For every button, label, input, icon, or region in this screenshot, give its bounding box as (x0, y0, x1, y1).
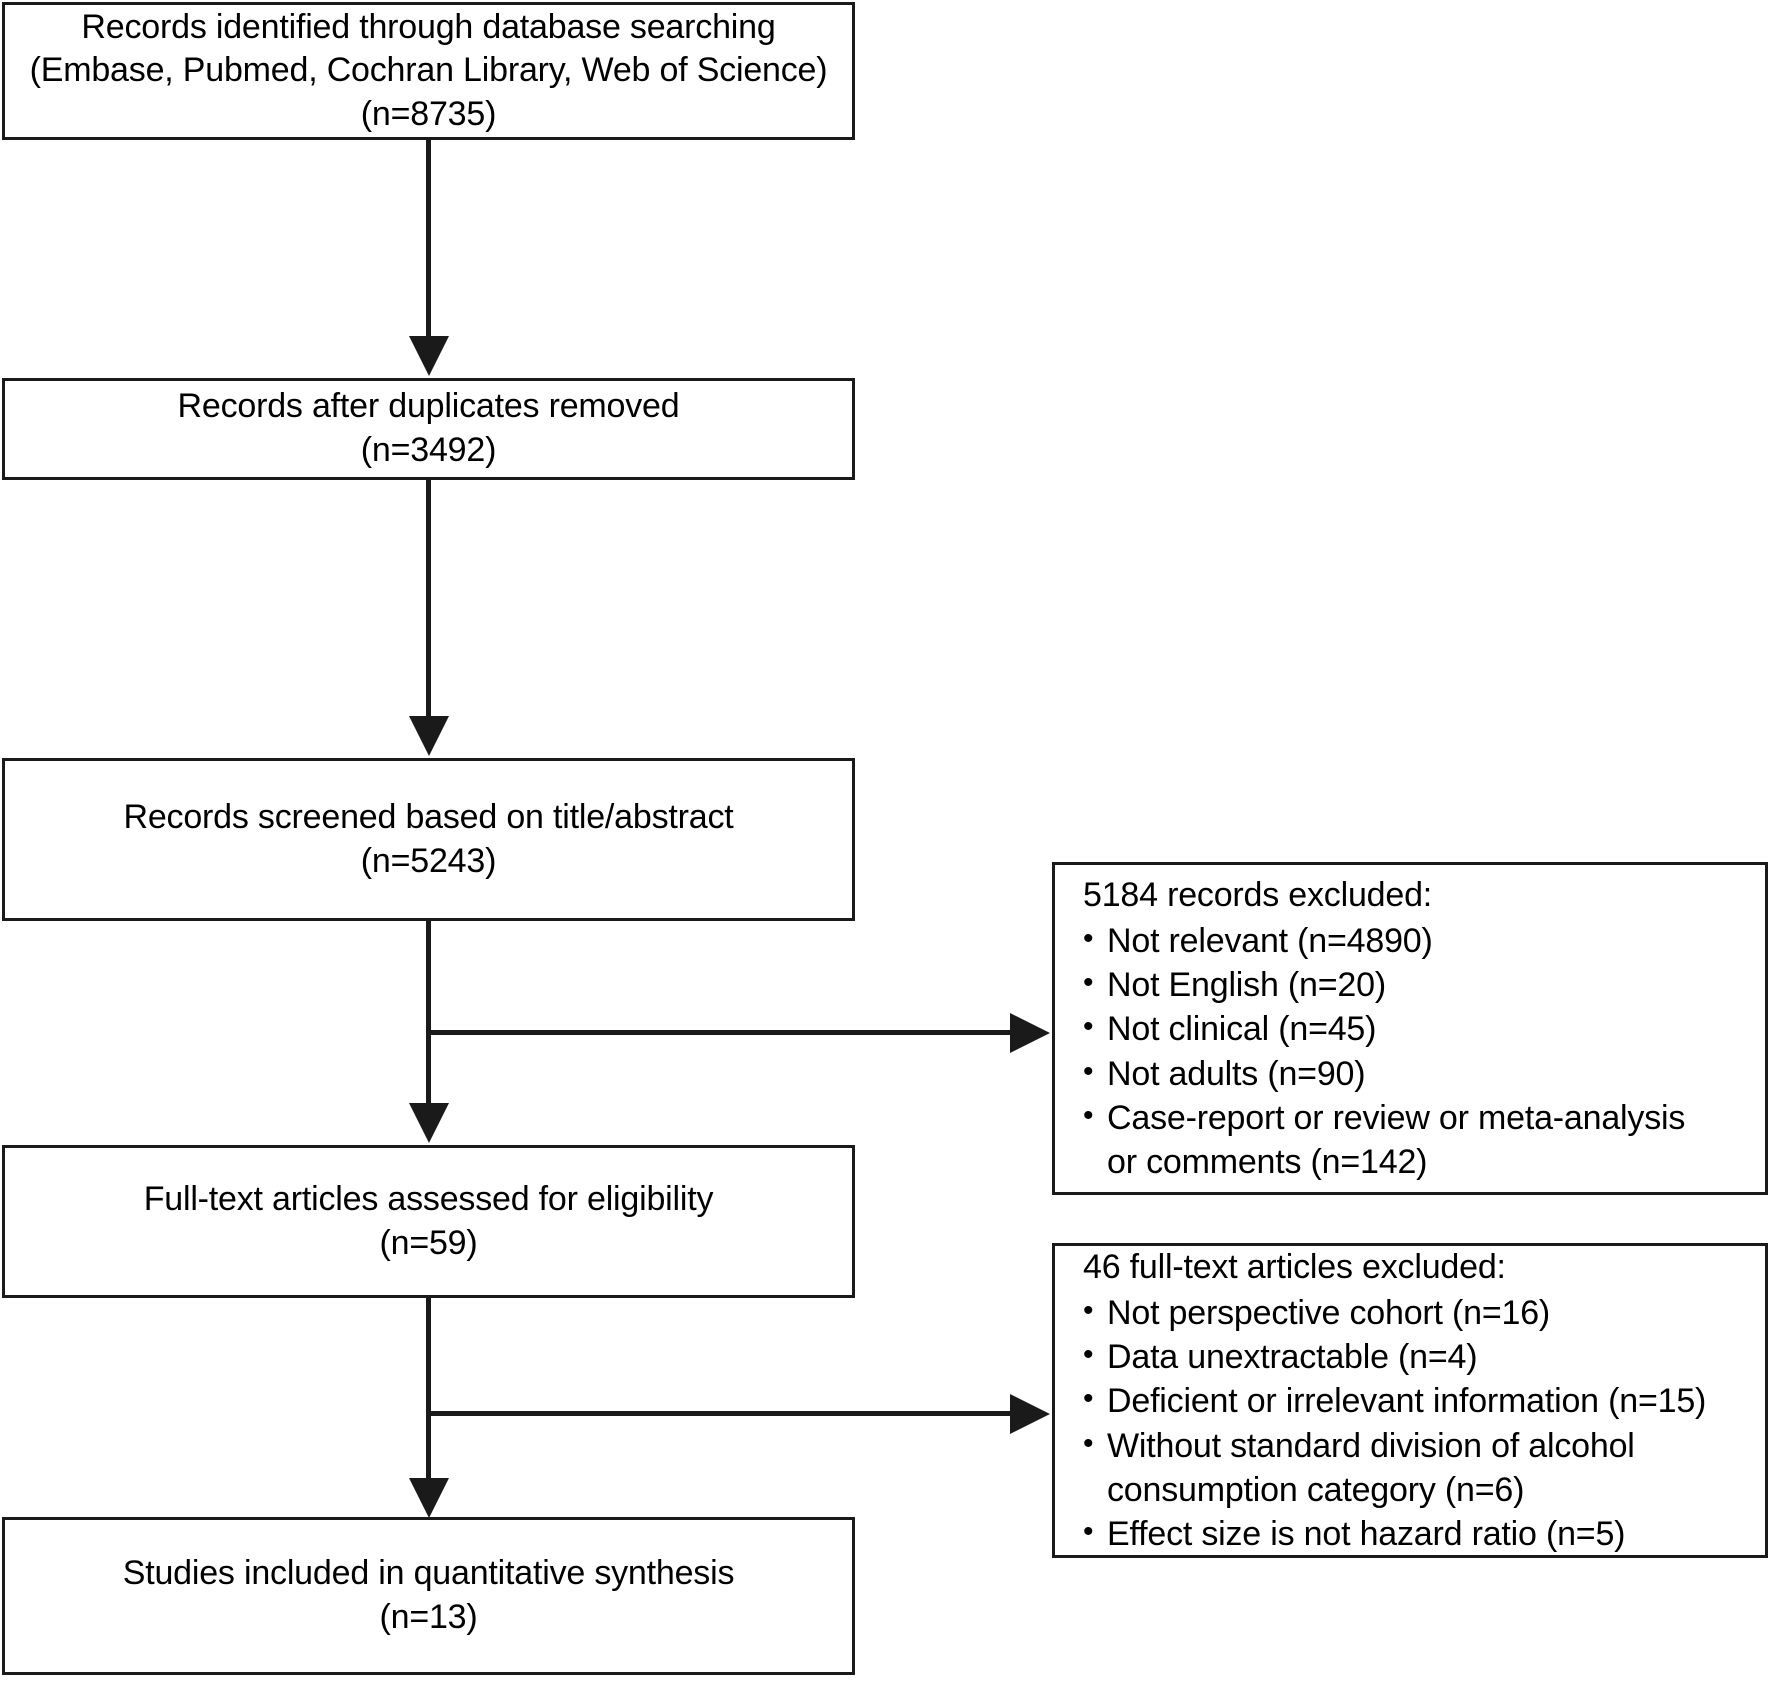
exclusion-item: • Not English (n=20) (1083, 963, 1743, 1007)
box-duplicates-removed: Records after duplicates removed (n=3492… (2, 378, 855, 480)
box-records-identified: Records identified through database sear… (2, 2, 855, 140)
arrowhead-down-icon (409, 716, 449, 756)
bullet-icon: • (1083, 1338, 1094, 1372)
exclusion-item: • Data unextractable (n=4) (1083, 1335, 1743, 1379)
exclusion-item-label: Not English (n=20) (1107, 966, 1386, 1005)
connector-duplicates-to-screened (426, 480, 431, 718)
box-line: Records identified through database sear… (81, 7, 776, 46)
box-line: Studies included in quantitative synthes… (122, 1554, 735, 1593)
exclusion-item: • Not perspective cohort (n=16) (1083, 1291, 1743, 1335)
arrowhead-down-icon (409, 1478, 449, 1518)
exclusion-item: • Not relevant (n=4890) (1083, 919, 1743, 963)
bullet-icon: • (1083, 1294, 1094, 1328)
box-fulltext-excluded: 46 full-text articles excluded: • Not pe… (1052, 1243, 1768, 1558)
box-fulltext-assessed: Full-text articles assessed for eligibil… (2, 1145, 855, 1298)
bullet-icon: • (1083, 1010, 1094, 1044)
box-line: (n=59) (379, 1223, 478, 1262)
arrowhead-down-icon (409, 1103, 449, 1143)
box-studies-included: Studies included in quantitative synthes… (2, 1517, 855, 1675)
arrowhead-right-icon (1010, 1394, 1050, 1434)
exclusion-heading: 46 full-text articles excluded: (1083, 1247, 1506, 1286)
branch-screened-to-exclusions (426, 1030, 1012, 1035)
exclusion-item-label: Case-report or review or meta-analysis o… (1107, 1098, 1686, 1181)
exclusion-item-label: Without standard division of alcohol con… (1107, 1426, 1635, 1509)
exclusion-item-label: Deficient or irrelevant information (n=1… (1107, 1382, 1707, 1421)
exclusion-item-label: Data unextractable (n=4) (1107, 1338, 1478, 1377)
branch-fulltext-to-exclusions (426, 1411, 1012, 1416)
box-line: (n=5243) (360, 841, 497, 880)
bullet-icon: • (1083, 966, 1094, 1000)
box-line: Full-text articles assessed for eligibil… (143, 1179, 714, 1218)
bullet-icon: • (1083, 1382, 1094, 1416)
arrowhead-down-icon (409, 336, 449, 376)
exclusion-item-label: Not relevant (n=4890) (1107, 922, 1433, 961)
exclusion-item: • Not clinical (n=45) (1083, 1007, 1743, 1051)
box-records-screened: Records screened based on title/abstract… (2, 758, 855, 921)
exclusion-item: • Deficient or irrelevant information (n… (1083, 1379, 1743, 1423)
exclusion-item-label: Not perspective cohort (n=16) (1107, 1294, 1551, 1333)
connector-fulltext-to-included (426, 1298, 431, 1480)
bullet-icon: • (1083, 1098, 1094, 1132)
exclusion-item: • Without standard division of alcohol c… (1083, 1424, 1743, 1512)
connector-screened-to-fulltext (426, 921, 431, 1105)
exclusion-item: • Not adults (n=90) (1083, 1052, 1743, 1096)
exclusion-item: • Effect size is not hazard ratio (n=5) (1083, 1512, 1743, 1556)
box-line: (n=8735) (360, 94, 497, 133)
box-line: (Embase, Pubmed, Cochran Library, Web of… (29, 51, 828, 90)
box-line: Records after duplicates removed (177, 387, 680, 426)
box-records-excluded: 5184 records excluded: • Not relevant (n… (1052, 862, 1768, 1195)
bullet-icon: • (1083, 922, 1094, 956)
box-line: (n=13) (379, 1598, 478, 1636)
arrowhead-right-icon (1010, 1013, 1050, 1053)
bullet-icon: • (1083, 1054, 1094, 1088)
bullet-icon: • (1083, 1514, 1094, 1548)
box-line: (n=3492) (360, 431, 497, 469)
exclusion-item-label: Not clinical (n=45) (1107, 1010, 1377, 1049)
connector-identified-to-duplicates (426, 140, 431, 338)
exclusion-item-label: Not adults (n=90) (1107, 1054, 1366, 1093)
bullet-icon: • (1083, 1426, 1094, 1460)
exclusion-heading: 5184 records excluded: (1083, 875, 1433, 914)
box-line: Records screened based on title/abstract (123, 797, 734, 836)
exclusion-item-label: Effect size is not hazard ratio (n=5) (1107, 1514, 1626, 1553)
exclusion-item: • Case-report or review or meta-analysis… (1083, 1096, 1743, 1184)
